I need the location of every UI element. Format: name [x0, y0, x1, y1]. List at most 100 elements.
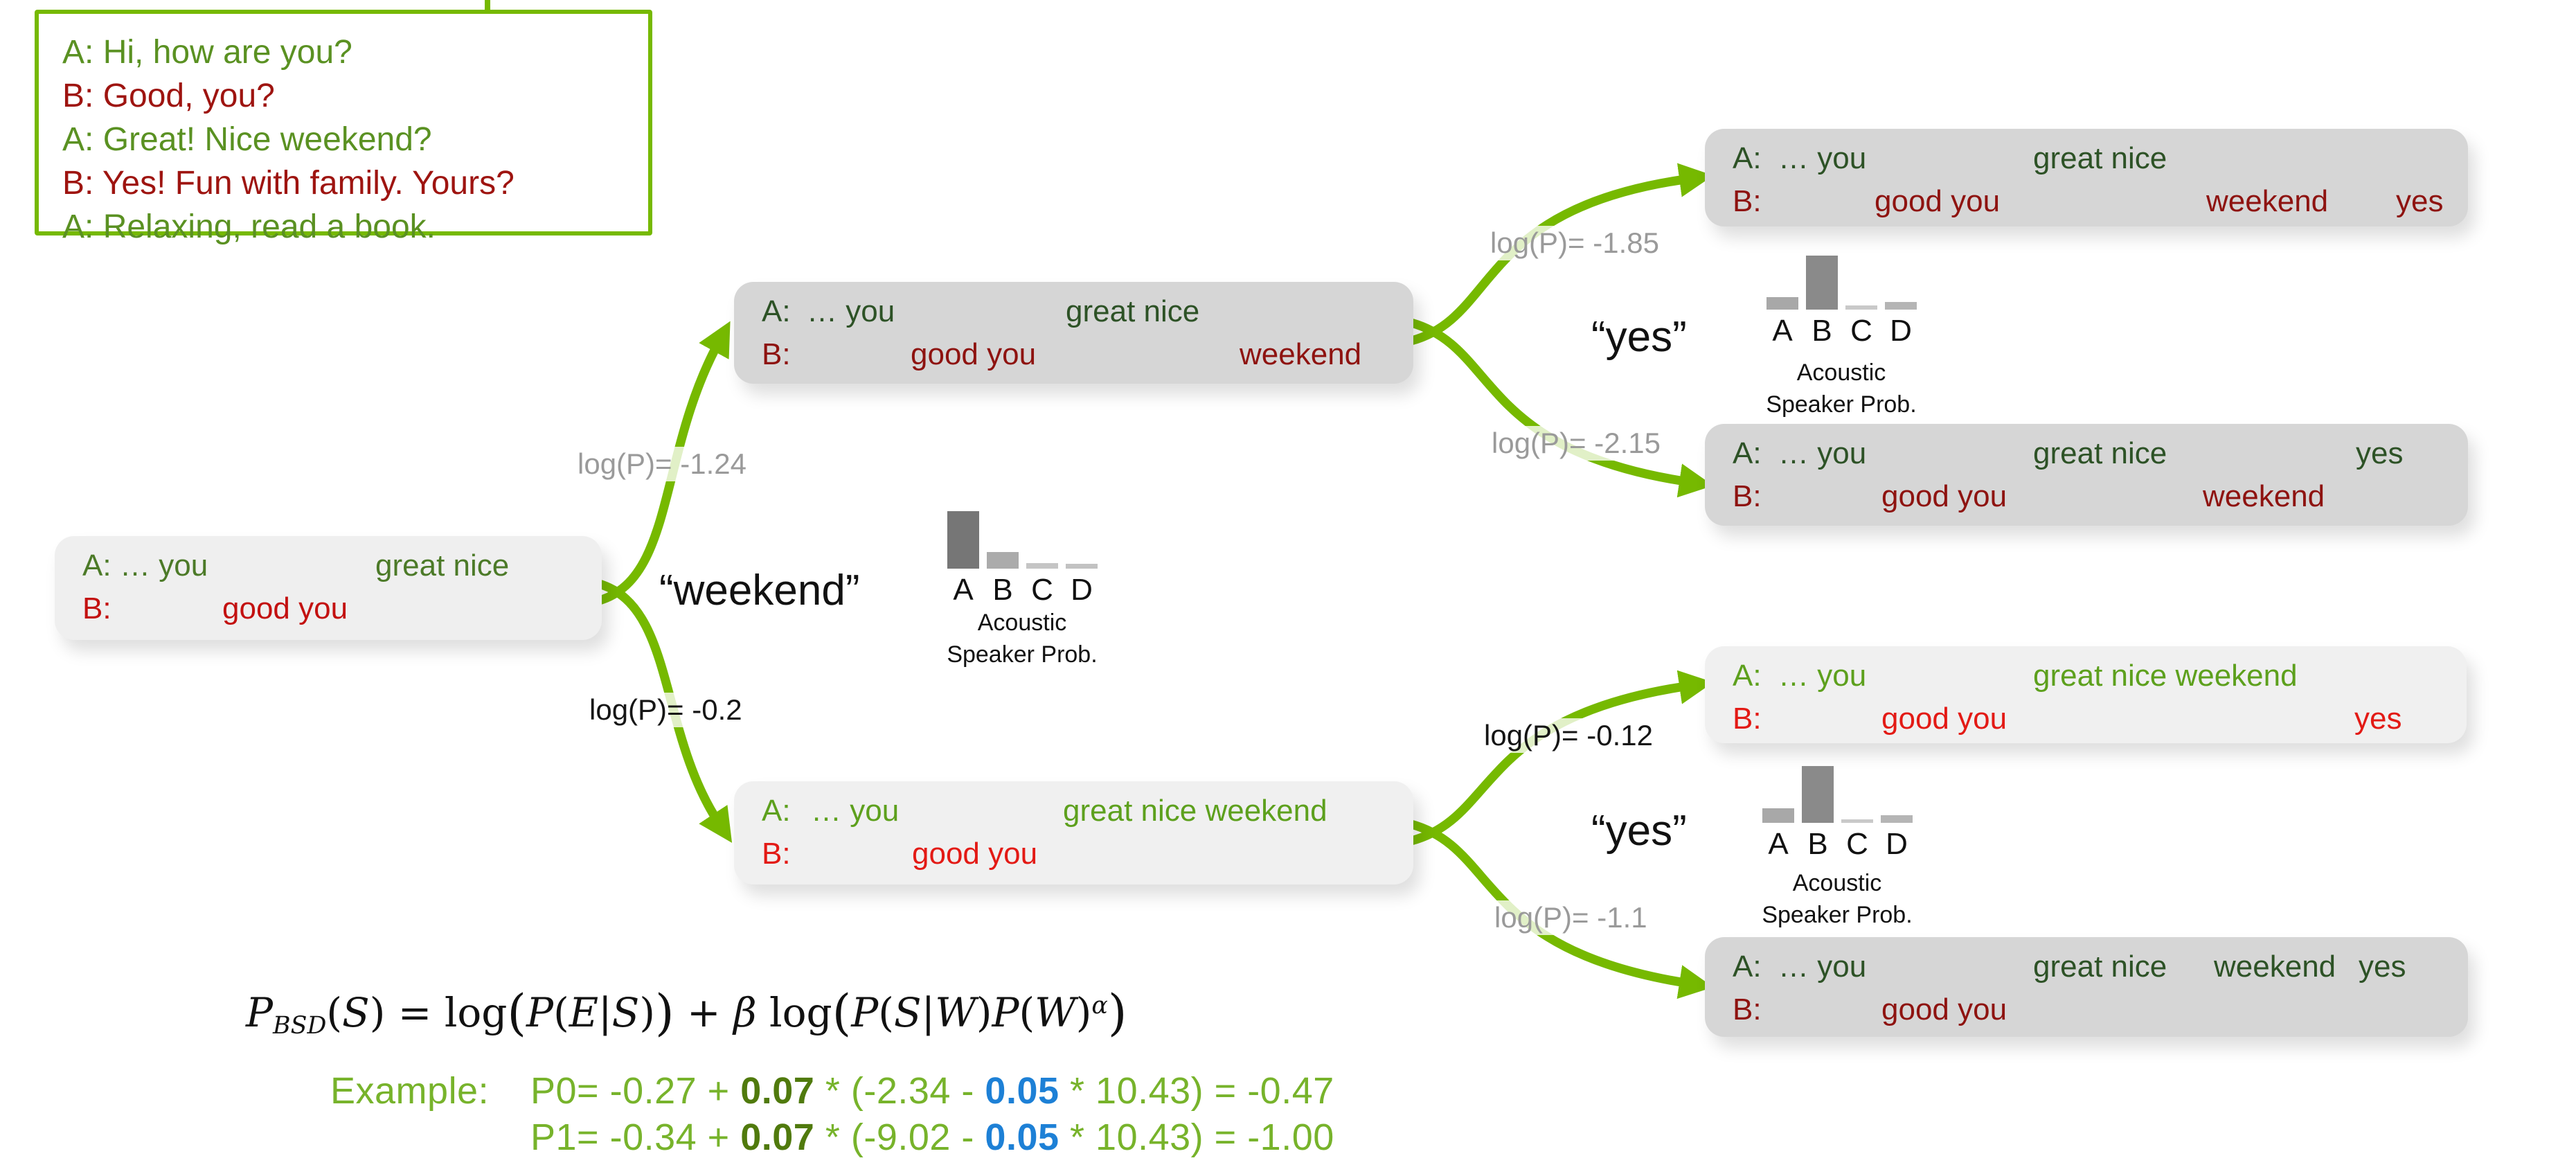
- prob-bar-C: [1026, 563, 1058, 569]
- prob-bar-B: [1806, 256, 1838, 310]
- text-segment: 0.07: [740, 1117, 815, 1158]
- text-segment: great nice: [2033, 950, 2167, 984]
- bar-label-C: C: [1850, 314, 1872, 348]
- text-segment: great nice weekend: [2033, 659, 2298, 693]
- text-segment: A:: [82, 549, 111, 582]
- text-segment: great nice: [2033, 141, 2167, 175]
- bar-group: [1766, 240, 1917, 310]
- node-line-speaker-b: B: good you weekend: [1733, 478, 2458, 515]
- text-segment: log: [756, 989, 832, 1037]
- bar-group: [947, 499, 1098, 569]
- edge-logp-label: log(P)= -2.15: [1486, 426, 1666, 461]
- text-segment: A:: [1733, 436, 1762, 470]
- text-segment: 0.07: [740, 1070, 815, 1112]
- edge-logp-label: log(P)= -0.12: [1478, 718, 1658, 753]
- bar-label-A: A: [1772, 314, 1793, 348]
- node-line-speaker-b: B:good you: [762, 835, 1404, 873]
- text-segment: B:: [1733, 479, 1762, 513]
- text-segment: ): [654, 984, 674, 1042]
- text-segment: * (-2.34 -: [814, 1070, 985, 1112]
- edge-logp-label: log(P)= -1.24: [572, 447, 752, 481]
- text-segment: B:: [1733, 702, 1762, 736]
- example-line-p1: P1= -0.34 + 0.07 * (-9.02 - 0.05 * 10.43…: [530, 1117, 1334, 1158]
- decoded-word-yes-bottom: “yes”: [1591, 807, 1687, 855]
- edge-logp-label: log(P)= -1.1: [1489, 900, 1653, 935]
- example-line-p0: P0= -0.27 + 0.07 * (-2.34 - 0.05 * 10.43…: [530, 1070, 1334, 1112]
- edge-logp-label: log(P)= -0.2: [584, 693, 748, 727]
- bar-label-B: B: [992, 573, 1013, 607]
- text-segment: (: [832, 984, 852, 1042]
- text-segment: ): [1107, 984, 1127, 1042]
- text-segment: (: [878, 989, 894, 1037]
- prob-bar-D: [1881, 815, 1913, 823]
- text-segment: A: Hi, how are you?: [62, 34, 352, 71]
- text-segment: good you: [1875, 184, 2001, 218]
- text-segment: (: [507, 984, 527, 1042]
- text-segment: A:: [762, 794, 791, 828]
- text-segment: … you: [807, 294, 895, 328]
- text-segment: … you: [1778, 436, 1867, 470]
- bar-label-D: D: [1071, 573, 1093, 607]
- text-segment: weekend: [2203, 479, 2325, 513]
- example-label: Example:: [330, 1070, 490, 1112]
- text-segment: P: [246, 989, 274, 1037]
- node-line-speaker-b: B:good you: [1733, 991, 2458, 1029]
- text-segment: B:: [762, 337, 791, 371]
- text-segment: 0.05: [985, 1117, 1059, 1158]
- bar-label-A: A: [1768, 827, 1789, 861]
- text-segment: 0.05: [985, 1070, 1059, 1112]
- node-line-speaker-b: B:good you: [82, 590, 592, 628]
- text-segment: good you: [222, 592, 348, 625]
- bar-label-D: D: [1890, 314, 1912, 348]
- text-segment: good you: [1881, 479, 2007, 513]
- text-segment: yes: [2359, 950, 2406, 984]
- text-segment: W: [1035, 989, 1076, 1037]
- text-segment: great nice: [375, 549, 510, 582]
- text-segment: |: [921, 989, 936, 1037]
- text-segment: S: [611, 989, 640, 1037]
- text-segment: great nice: [1066, 294, 1200, 328]
- text-segment: +: [674, 989, 734, 1037]
- prob-bar-C: [1845, 305, 1877, 310]
- text-segment: … you: [1778, 141, 1867, 175]
- text-segment: α: [1091, 992, 1108, 1020]
- text-segment: B: Good, you?: [62, 78, 275, 114]
- bar-label-D: D: [1886, 827, 1908, 861]
- text-segment: A:: [1733, 659, 1762, 693]
- text-segment: … you: [120, 549, 208, 582]
- text-segment: A:: [1733, 950, 1762, 984]
- text-segment: B:: [1733, 184, 1762, 218]
- bar-label-C: C: [1846, 827, 1868, 861]
- text-segment: |: [598, 989, 612, 1037]
- text-segment: good you: [1881, 702, 2007, 736]
- dialogue-context-box: A: Hi, how are you?B: Good, you?A: Great…: [35, 10, 652, 245]
- prob-bar-B: [1802, 766, 1834, 823]
- text-segment: W: [935, 989, 976, 1037]
- edge-logp-label: log(P)= -1.85: [1485, 226, 1665, 260]
- prob-bar-B: [987, 552, 1019, 569]
- prob-bar-D: [1885, 302, 1917, 310]
- text-segment: yes: [2396, 184, 2444, 218]
- text-segment: (: [326, 989, 342, 1037]
- text-segment: BSD: [273, 1011, 327, 1040]
- text-segment: good you: [911, 337, 1037, 371]
- text-segment: B:: [762, 837, 791, 871]
- text-segment: good you: [1881, 993, 2007, 1026]
